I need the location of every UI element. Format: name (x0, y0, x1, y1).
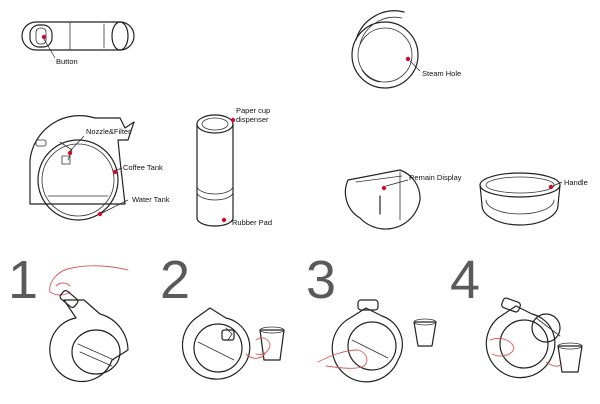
label-rubber-pad: Rubber Pad (232, 218, 272, 227)
step-4-illustration (485, 297, 583, 379)
label-nozzle-filter: Nozzle&Filter (86, 127, 131, 136)
label-steam-hole: Steam Hole (422, 69, 461, 78)
label-coffee-tank: Coffee Tank (123, 163, 163, 172)
button-dot (41, 34, 47, 40)
label-remain-display: Remain Display (409, 173, 462, 182)
water-tank-dot (97, 211, 103, 217)
step-3-illustration (317, 299, 437, 383)
label-paper-cup-1: Paper cup (236, 106, 270, 115)
handle-dot (548, 184, 554, 190)
nozzle-dot (67, 150, 73, 156)
cup-dispenser (196, 114, 236, 227)
step-number-3: 3 (306, 250, 336, 310)
dispenser-dot (230, 117, 236, 123)
step-number-2: 2 (160, 250, 190, 310)
device-top-view (21, 21, 135, 59)
remain-display-view (344, 169, 421, 230)
device-side-view (29, 115, 135, 221)
step-number-4: 4 (450, 250, 480, 310)
handle-view (479, 172, 563, 226)
steam-hole-view (351, 10, 421, 89)
label-button: Button (56, 57, 78, 66)
label-handle: Handle (564, 178, 588, 187)
step-2-illustration (181, 307, 285, 380)
label-water-tank: Water Tank (132, 195, 170, 204)
step-number-1: 1 (8, 250, 38, 310)
steam-hole-dot (405, 56, 411, 62)
rubber-pad-dot (221, 217, 227, 223)
step-1-illustration (49, 265, 129, 383)
label-paper-cup-2: dispenser (236, 115, 269, 124)
coffee-tank-dot (112, 169, 118, 175)
remain-display-dot (381, 185, 387, 191)
